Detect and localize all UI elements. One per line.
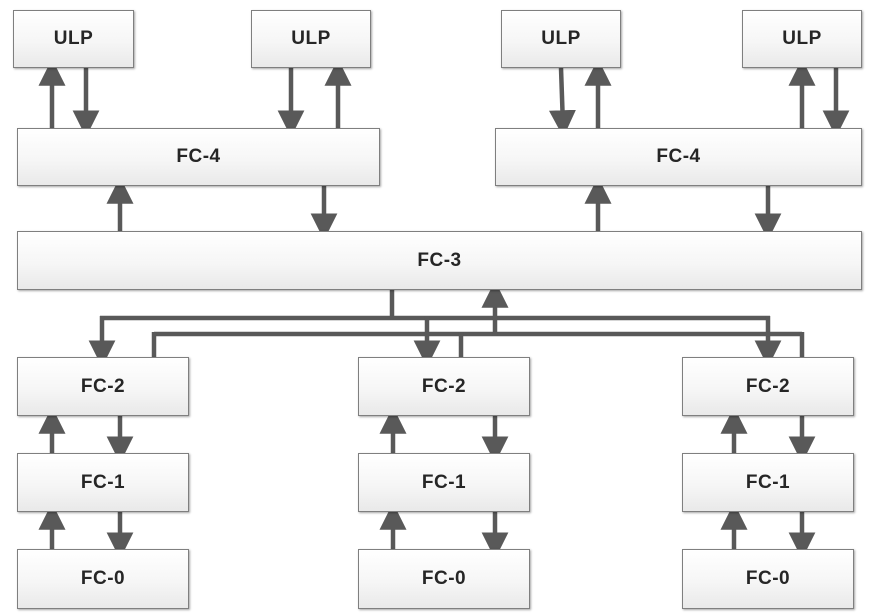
ulp-box-1: ULP	[13, 10, 134, 68]
fc2-label: FC-2	[80, 375, 126, 397]
ulp-label: ULP	[541, 28, 581, 49]
fc1-box-center: FC-1	[358, 453, 530, 512]
fc2-box-center: FC-2	[358, 357, 530, 416]
fc1-box-left: FC-1	[17, 453, 189, 512]
fc4-box-right: FC-4	[495, 128, 862, 186]
fc1-label: FC-1	[80, 471, 126, 493]
fc0-box-center: FC-0	[358, 549, 530, 609]
fc3-label: FC-3	[417, 249, 462, 271]
fc0-label: FC-0	[421, 568, 467, 589]
fc1-box-right: FC-1	[682, 453, 854, 512]
ulp-box-4: ULP	[742, 10, 862, 68]
fc3-box: FC-3	[17, 231, 862, 290]
fc1-label: FC-1	[745, 471, 791, 493]
fc2-box-right: FC-2	[682, 357, 854, 416]
fc0-label: FC-0	[80, 568, 126, 589]
fc1-label: FC-1	[421, 471, 467, 493]
arrow-down-ulp3-to-fc4b	[548, 67, 576, 138]
ulp-label: ULP	[53, 28, 94, 49]
fc2-box-left: FC-2	[17, 357, 189, 416]
ulp-label: ULP	[291, 28, 331, 49]
fc0-box-left: FC-0	[17, 549, 189, 609]
fc4-box-left: FC-4	[17, 128, 380, 186]
ulp-box-2: ULP	[251, 10, 371, 68]
fc2-label: FC-2	[745, 375, 791, 397]
fc4-label: FC-4	[656, 146, 701, 167]
fc0-box-right: FC-0	[682, 549, 854, 609]
fc0-label: FC-0	[745, 568, 791, 589]
fc2-label: FC-2	[421, 375, 467, 397]
ulp-label: ULP	[782, 28, 822, 49]
fc4-label: FC-4	[176, 146, 221, 167]
ulp-box-3: ULP	[501, 10, 621, 68]
